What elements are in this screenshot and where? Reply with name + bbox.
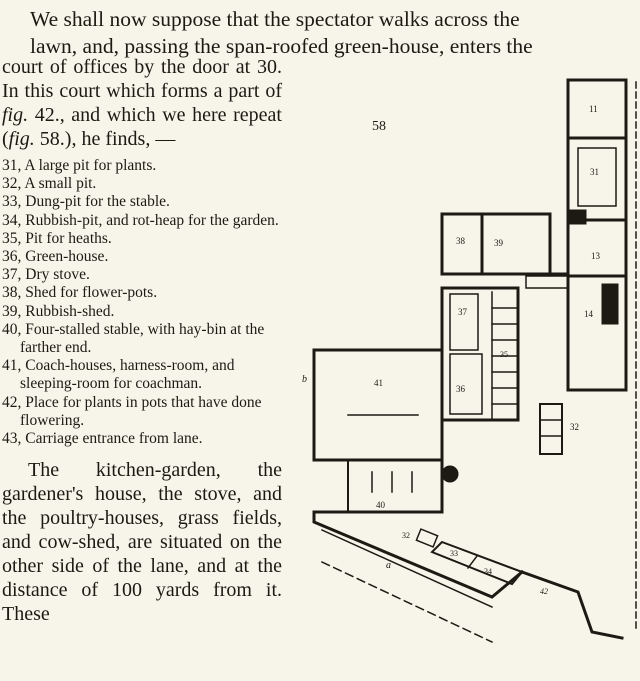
fig-ref-1: fig. — [2, 104, 29, 126]
stair-14 — [601, 283, 619, 325]
legend-item: 39, Rubbish-shed. — [2, 302, 115, 320]
intro-line-2: lawn, and, passing the span-roofed green… — [30, 34, 533, 58]
label-37: 37 — [458, 307, 468, 317]
label-41: 41 — [374, 378, 383, 388]
carriage-entrance — [520, 570, 624, 640]
legend-item: 35, Pit for heaths. — [2, 229, 112, 247]
dry-stove-37 — [449, 293, 479, 351]
lane-wall — [312, 510, 525, 599]
heath-pit-35 — [491, 291, 519, 419]
label-36: 36 — [456, 384, 466, 394]
greenhouse-36 — [449, 353, 483, 415]
label-a: a — [386, 560, 391, 571]
legend-item: 33, Dung-pit for the stable. — [2, 193, 170, 211]
stable-40 — [312, 458, 444, 514]
fig-ref-2: fig. — [8, 128, 35, 150]
building-13 — [566, 218, 628, 278]
pits-33-34 — [430, 540, 524, 586]
legend-item: 31, A large pit for plants. — [2, 157, 157, 174]
label-34: 34 — [484, 567, 492, 576]
label-11: 11 — [589, 104, 598, 114]
figure-labels: 58 11 31 13 14 38 39 37 35 36 41 40 32 3… — [302, 104, 601, 596]
plant-pit-32 — [415, 528, 439, 548]
shrub — [441, 465, 459, 483]
legend-item: 42, Place for plants in pots that have d… — [2, 393, 262, 429]
building-14 — [566, 274, 628, 392]
legend-item: 36, Green-house. — [2, 248, 109, 266]
label-42: 42 — [540, 587, 548, 596]
label-31: 31 — [590, 167, 599, 177]
lead-text-3: 58.), he finds, — — [34, 128, 176, 150]
small-pit-32 — [539, 403, 563, 455]
label-13: 13 — [591, 251, 601, 261]
coach-houses-41 — [312, 348, 444, 462]
text-column: court of offices by the door at 30. In t… — [2, 55, 282, 646]
legend-list: 31, A large pit for plants. 32, A small … — [2, 157, 282, 448]
passage — [525, 275, 569, 289]
site-plan-figure: 58 11 31 13 14 38 39 37 35 36 41 40 32 3… — [302, 78, 637, 643]
legend-item: 41, Coach-houses, harness-room, and slee… — [2, 357, 235, 393]
label-b: b — [302, 374, 307, 385]
label-35: 35 — [500, 350, 508, 359]
lane-line — [321, 561, 493, 643]
lead-text-1: court of offices by the door at 30. In t… — [2, 56, 282, 102]
label-32-lane: 32 — [402, 531, 410, 540]
intro-paragraph: We shall now suppose that the spectator … — [0, 6, 632, 60]
pit-31 — [566, 136, 628, 222]
label-33: 33 — [450, 549, 458, 558]
lead-paragraph: court of offices by the door at 30. In t… — [2, 55, 282, 151]
legend-item: 38, Shed for flower-pots. — [2, 284, 158, 302]
sheds-38-39 — [440, 212, 552, 276]
pit-31-inner — [577, 147, 617, 207]
legend-item: 32, A small pit. — [2, 175, 97, 193]
label-14: 14 — [584, 309, 594, 319]
label-39: 39 — [494, 238, 504, 248]
intro-line-1: We shall now suppose that the spectator … — [30, 7, 520, 31]
label-38: 38 — [456, 236, 466, 246]
legend-item: 40, Four-stalled stable, with hay-bin at… — [2, 320, 265, 357]
legend-item: 34, Rubbish-pit, and rot-heap for the ga… — [2, 211, 279, 229]
figure-number: 58 — [372, 119, 386, 134]
legend-item: 37, Dry stove. — [2, 266, 90, 284]
label-40: 40 — [376, 500, 386, 510]
tail-paragraph: The kitchen-garden, the gardener's house… — [2, 459, 282, 626]
pit-31-steps — [569, 209, 587, 225]
label-32: 32 — [570, 422, 579, 432]
legend-item: 43, Carriage entrance from lane. — [2, 430, 203, 448]
lead-text-2: 42., and which we here repeat ( — [2, 104, 282, 150]
